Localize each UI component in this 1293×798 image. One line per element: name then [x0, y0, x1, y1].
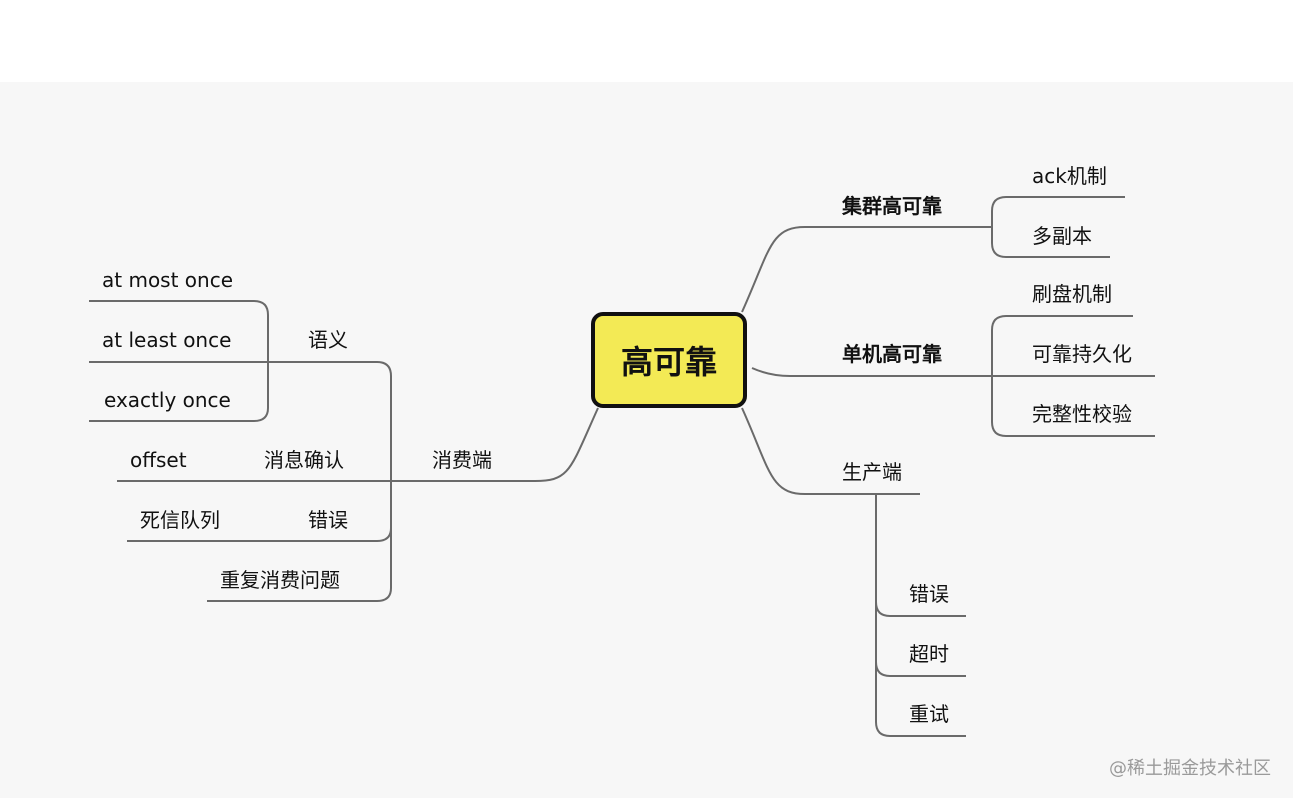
node-ack-mechanism[interactable]: ack机制 [1032, 164, 1107, 188]
connector-replica [991, 227, 1110, 258]
connector-flush [991, 315, 1133, 376]
watermark: @稀土掘金技术社区 [1109, 758, 1271, 779]
node-at-most-once[interactable]: at most once [102, 268, 234, 292]
node-checksum[interactable]: 完整性校验 [1032, 402, 1132, 426]
connector-consumer [418, 407, 599, 482]
node-message-ack[interactable]: 消息确认 [264, 448, 344, 472]
node-exactly-once[interactable]: exactly once [104, 388, 231, 412]
node-flush[interactable]: 刷盘机制 [1032, 282, 1112, 306]
connector-exactly [89, 362, 269, 422]
connector-semantics [300, 361, 392, 481]
node-consumer-error[interactable]: 错误 [308, 508, 348, 532]
node-duplicate-consumption[interactable]: 重复消费问题 [220, 568, 340, 592]
node-consumer[interactable]: 消费端 [432, 448, 492, 472]
connector-single [751, 367, 992, 377]
node-single[interactable]: 单机高可靠 [842, 342, 942, 366]
connector-most [89, 300, 300, 363]
node-at-least-once[interactable]: at least once [102, 328, 232, 352]
mindmap-canvas [0, 82, 1293, 798]
node-offset[interactable]: offset [130, 448, 187, 472]
connector-checksum [991, 376, 1155, 437]
node-producer-retry[interactable]: 重试 [909, 702, 949, 726]
node-persistence[interactable]: 可靠持久化 [1032, 342, 1132, 366]
node-producer-error[interactable]: 错误 [909, 582, 949, 606]
node-producer[interactable]: 生产端 [842, 460, 902, 484]
node-replicas[interactable]: 多副本 [1032, 224, 1092, 248]
connector-cluster [741, 226, 992, 313]
node-dead-letter-queue[interactable]: 死信队列 [140, 508, 220, 532]
node-cluster[interactable]: 集群高可靠 [842, 194, 942, 218]
connector-ack [991, 196, 1125, 227]
central-node[interactable]: 高可靠 [591, 312, 747, 408]
node-semantics[interactable]: 语义 [308, 328, 348, 352]
connector-duplicate [207, 481, 392, 602]
connector-producer [741, 407, 920, 495]
node-producer-timeout[interactable]: 超时 [909, 642, 949, 666]
connector-prod-retry [875, 494, 966, 737]
